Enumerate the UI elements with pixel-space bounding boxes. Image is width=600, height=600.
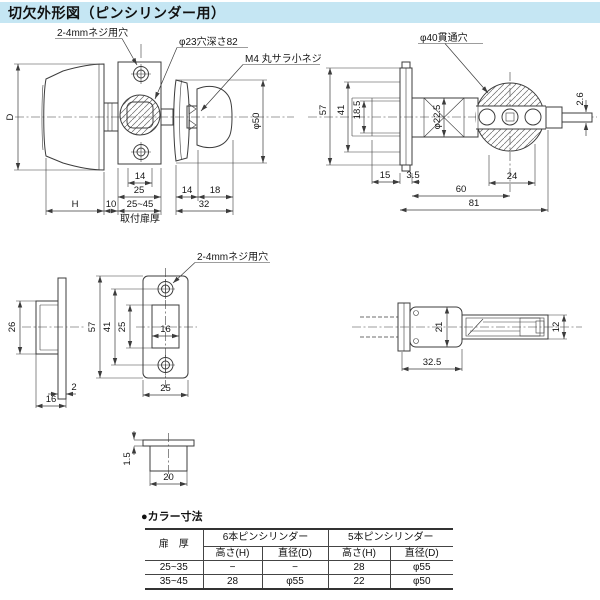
collar-size-table: 扉 厚 6本ピンシリンダー 5本ピンシリンダー 高さ(H) 直径(D) 高さ(H… bbox=[145, 528, 453, 590]
strike-side-view: 26 2 16 bbox=[7, 277, 86, 409]
cell-d5: φ55 bbox=[389, 560, 453, 575]
dim-label-H: H bbox=[72, 199, 79, 210]
table-subheader-dia-6: 直径(D) bbox=[261, 546, 329, 561]
dim-label-15: 15 bbox=[380, 170, 391, 181]
cell-d6: φ55 bbox=[261, 574, 329, 590]
cell-d6: − bbox=[261, 560, 329, 575]
dim-label-57s: 57 bbox=[318, 105, 329, 116]
dim-label-20: 20 bbox=[163, 472, 174, 483]
dim-label-16p: 16 bbox=[160, 324, 171, 335]
cell-h6: 28 bbox=[202, 574, 263, 590]
dim-label-32: 32 bbox=[199, 199, 210, 210]
table-header-6pin: 6本ピンシリンダー bbox=[202, 528, 329, 547]
label-screw-hole-2: 2-4mmネジ用穴 bbox=[197, 250, 268, 263]
cell-h5: 22 bbox=[327, 574, 391, 590]
cell-h6: − bbox=[202, 560, 263, 575]
dim-label-14b: 14 bbox=[182, 185, 193, 196]
dim-label-25: 25 bbox=[134, 185, 145, 196]
cell-door-range: 25~35 bbox=[145, 560, 204, 575]
dim-label-16s: 16 bbox=[46, 394, 57, 405]
dim-label-21: 21 bbox=[434, 322, 445, 333]
label-m4-screw: M4 丸サラ小ネジ bbox=[245, 52, 322, 65]
cell-h5: 28 bbox=[327, 560, 391, 575]
dim-label-18-5: 18.5 bbox=[352, 101, 363, 120]
dim-label-41s: 41 bbox=[336, 105, 347, 116]
dim-label-10: 10 bbox=[106, 199, 117, 210]
dim-label-D: D bbox=[5, 113, 16, 120]
table-row: 25~35 − − 28 φ55 bbox=[145, 560, 453, 575]
table-caption: ●カラー寸法 bbox=[141, 511, 203, 523]
table-header-door-thickness: 扉 厚 bbox=[145, 528, 204, 561]
page-title: 切欠外形図（ピンシリンダー用） bbox=[8, 4, 226, 21]
cell-door-range: 35~45 bbox=[145, 574, 204, 590]
dim-label-door-range: 25~45 bbox=[127, 199, 154, 210]
dust-box-view: 1.5 20 bbox=[122, 431, 195, 487]
dim-label-25v: 25 bbox=[117, 322, 128, 333]
cell-d5: φ50 bbox=[389, 574, 453, 590]
dim-label-60: 60 bbox=[456, 184, 467, 195]
table-subheader-dia-5: 直径(D) bbox=[389, 546, 453, 561]
dim-label-14a: 14 bbox=[135, 171, 146, 182]
knob-assembly-view: D φ50 14 25 14 18 H 10 25~45 取付扉厚 32 2-4… bbox=[5, 26, 322, 225]
strike-plate-view: 57 41 25 16 25 2-4mmネジ用穴 bbox=[87, 250, 270, 398]
dim-label-24: 24 bbox=[507, 171, 518, 182]
section-view: φ22.5 2.6 φ40貫通穴 57 41 18.5 15 bbox=[308, 31, 597, 213]
dim-label-1-5: 1.5 bbox=[122, 452, 133, 465]
table-header-5pin: 5本ピンシリンダー bbox=[327, 528, 453, 547]
title-bar: 切欠外形図（ピンシリンダー用） bbox=[0, 2, 600, 23]
dim-label-3-5: 3.5 bbox=[406, 170, 419, 181]
dim-label-26: 26 bbox=[7, 322, 18, 333]
dim-label-18: 18 bbox=[210, 185, 221, 196]
table-subheader-height-5: 高さ(H) bbox=[327, 546, 391, 561]
latch-bolt-view: 21 12 32.5 bbox=[352, 302, 582, 372]
label-door-thickness: 取付扉厚 bbox=[120, 212, 160, 225]
table-row: 35~45 28 φ55 22 φ50 bbox=[145, 574, 453, 590]
dim-label-25b: 25 bbox=[160, 383, 171, 394]
label-hole-depth: φ23穴深さ82 bbox=[179, 35, 238, 48]
dim-label-phi50: φ50 bbox=[251, 113, 262, 130]
dim-label-2-6: 2.6 bbox=[575, 92, 586, 105]
dim-label-2: 2 bbox=[71, 382, 76, 393]
table-subheader-height-6: 高さ(H) bbox=[202, 546, 263, 561]
dim-label-81: 81 bbox=[469, 198, 480, 209]
dim-label-phi22-5: φ22.5 bbox=[432, 105, 443, 130]
dim-label-57p: 57 bbox=[87, 322, 98, 333]
label-screw-hole: 2-4mmネジ用穴 bbox=[57, 26, 128, 39]
dim-label-32-5: 32.5 bbox=[423, 357, 442, 368]
dim-label-41p: 41 bbox=[102, 322, 113, 333]
label-through-hole: φ40貫通穴 bbox=[420, 31, 468, 44]
dim-label-12: 12 bbox=[551, 322, 562, 333]
